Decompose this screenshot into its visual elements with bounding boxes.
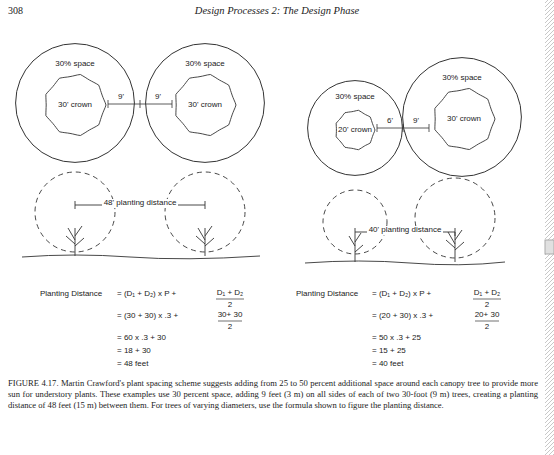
circle-outline (308, 81, 403, 176)
fraction-denominator: 2 (228, 323, 232, 332)
space-label: 30% space (185, 60, 225, 69)
fraction-numerator: D₁ + D₂ (474, 289, 500, 298)
page-number: 308 (8, 5, 23, 16)
formula-text: = (30 + 30) x .3 + (117, 312, 178, 321)
crown-label: 30' crown (58, 101, 92, 110)
fraction-numerator: 30+ 30 (218, 311, 243, 320)
tree-crown: 30' crown (172, 72, 238, 138)
dimension: 6' (387, 117, 393, 126)
space-label: 30% space (335, 93, 375, 102)
fraction-denominator: 2 (228, 301, 232, 310)
formula-text: = (D₁ + D₂) x P + (372, 290, 431, 299)
formula-text: = 50 x .3 + 25 (372, 334, 421, 343)
space-label: 30% space (442, 74, 482, 83)
space-circle: 30% space 30' crown (15, 43, 135, 163)
dimension: 9' (118, 93, 124, 102)
formula-text: = (D₁ + D₂) x P + (117, 290, 176, 299)
tree-crown: 30' crown (42, 72, 108, 138)
space-circle: 30% space 20' crown (307, 80, 403, 176)
formula-text: = 15 + 25 (372, 347, 406, 356)
distance-label: 48' planting distance (102, 199, 179, 208)
formula-text: Planting Distance (40, 290, 102, 299)
space-circle: 30% space 30' crown (402, 57, 522, 177)
formula-text: = 60 x .3 + 30 (117, 334, 166, 343)
fraction-denominator: 2 (485, 323, 489, 332)
figure-caption: FIGURE 4.17. Martin Crawford's plant spa… (8, 378, 538, 411)
fraction-denominator: 2 (485, 301, 489, 310)
formula-text: = 18 + 30 (117, 347, 151, 356)
crown-outline (336, 110, 375, 149)
crown-outline (435, 89, 495, 150)
formula-text: = 40 feet (372, 360, 403, 369)
fraction-numerator: 20+ 30 (475, 311, 500, 320)
dimension: 9' (413, 117, 419, 126)
crown-outline (176, 75, 236, 136)
tree-crown: 30' crown (431, 86, 497, 152)
dimension: 9' (155, 93, 161, 102)
scroll-thumb (545, 240, 554, 254)
crown-label: 30' crown (447, 115, 481, 124)
formula-text: = (20 + 30) x .3 + (372, 312, 433, 321)
space-label: 30% space (55, 60, 95, 69)
formula-text: Planting Distance (296, 290, 358, 299)
distance-label: 40' planting distance (367, 226, 444, 235)
tree-sketch (22, 172, 260, 259)
crown-label: 30' crown (188, 101, 222, 110)
tree-sketch (305, 178, 505, 265)
formula-text: = 48 feet (117, 360, 148, 369)
scroll-strip (545, 0, 554, 455)
circle-outline (403, 58, 522, 177)
fraction-numerator: D₁ + D₂ (217, 289, 243, 298)
circle-outline (146, 44, 265, 163)
circle-outline (16, 44, 135, 163)
crown-outline (46, 75, 106, 136)
fraction-bars (216, 299, 501, 321)
dimension-lines (108, 100, 429, 132)
running-head: Design Processes 2: The Design Phase (195, 5, 359, 17)
tree-crown: 20' crown (333, 108, 377, 152)
space-circle: 30% space 30' crown (145, 43, 265, 163)
crown-label: 20' crown (338, 126, 372, 135)
